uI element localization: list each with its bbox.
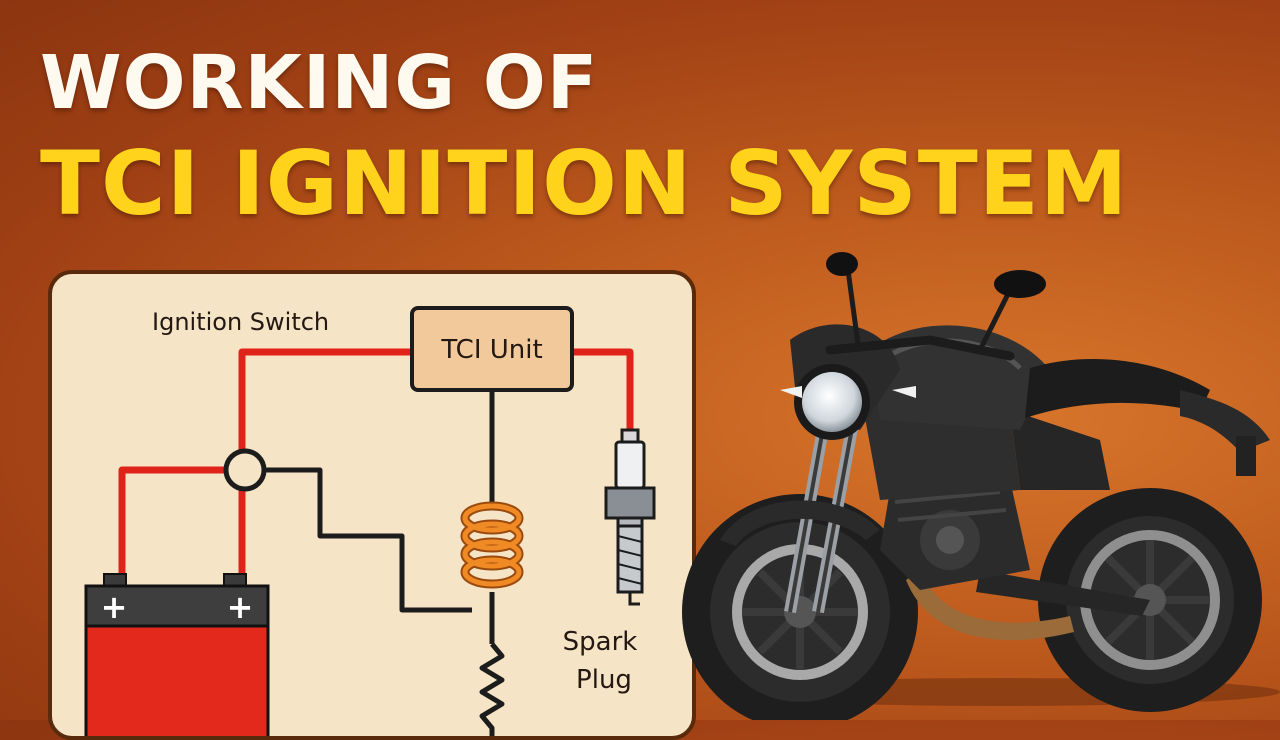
title-line-2: TCI IGNITION SYSTEM [40,132,1129,235]
battery-plus-left: + [101,588,128,626]
ignition-coil-icon [460,501,524,589]
resistor-symbol [479,642,505,736]
spark-plug-label-line-1: Spark [563,627,638,657]
title-line-1: WORKING OF [40,40,599,126]
black-wire-switch-to-coil [264,467,472,613]
circuit-diagram-panel: TCI Unit Ignition Switch Spark Plug [48,270,696,740]
signal-wires [264,392,505,736]
tci-unit-box [410,306,574,392]
tci-unit-label: TCI Unit [440,335,542,365]
circuit-diagram: TCI Unit Ignition Switch Spark Plug [84,306,656,736]
red-wire-tci-to-spark-plug [572,348,634,432]
motorcycle-icon [682,252,1280,720]
headlight-icon [794,364,870,440]
engine [880,480,1030,590]
ignition-switch-label: Ignition Switch [152,308,329,336]
red-wire-battery-to-switch [118,466,226,586]
ignition-switch-junction [223,448,267,492]
red-wire-battery-to-tci [238,348,412,586]
spark-plug-icon [604,428,656,606]
front-wheel [682,494,918,720]
spark-plug-label-line-2: Plug [576,665,632,695]
positive-wires [118,348,634,586]
battery-plus-right: + [227,588,254,626]
battery-icon [84,573,270,736]
